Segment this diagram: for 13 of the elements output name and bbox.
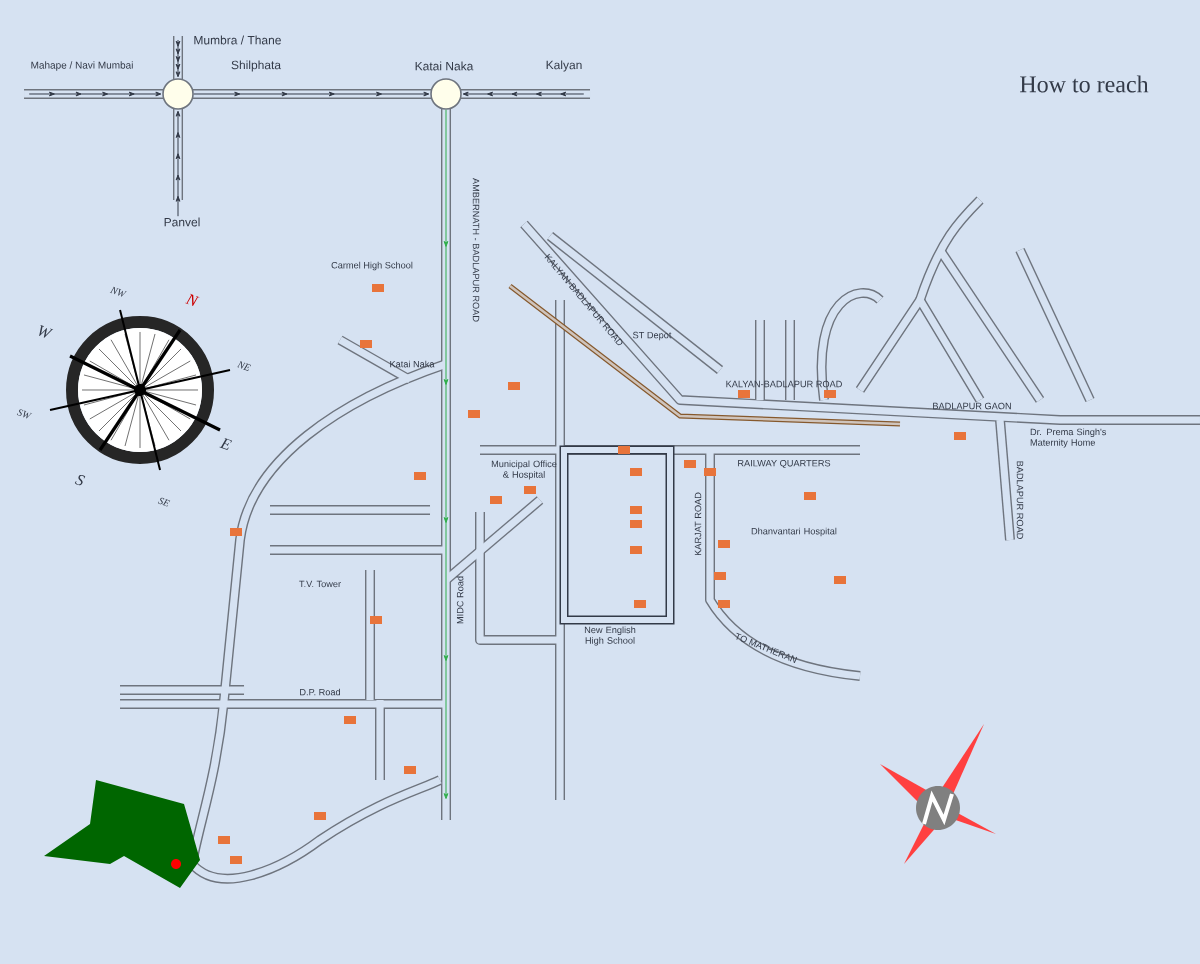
direction-arrow-line: [28, 91, 162, 97]
compass-letter: S: [74, 475, 86, 486]
title: How to reach: [1020, 75, 1149, 93]
roundabout-circle: [430, 78, 462, 110]
compass-letter: N: [185, 293, 200, 306]
compass-letter: W: [39, 325, 54, 338]
direction-arrow-line: [193, 91, 430, 97]
direction-arrow-line: [462, 91, 585, 97]
direction-arrow-line: [443, 109, 449, 800]
roundabout-circle: [162, 78, 194, 110]
direction-arrow-line: [175, 110, 181, 217]
direction-arrow-line: [175, 39, 181, 78]
compass-letter: E: [219, 437, 233, 451]
